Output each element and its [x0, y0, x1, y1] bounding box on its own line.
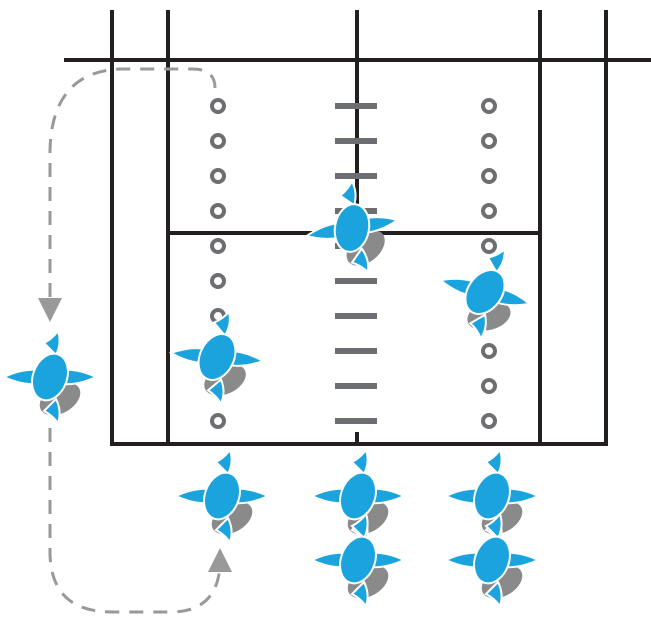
- ring-marker-icon: [481, 413, 497, 429]
- dash-marker-icon: [335, 418, 377, 424]
- dash-marker-icon: [335, 278, 377, 284]
- ring-marker-icon: [481, 343, 497, 359]
- ring-marker-icon: [210, 203, 226, 219]
- ring-marker-icon: [481, 203, 497, 219]
- ring-marker-icon: [481, 238, 497, 254]
- movement-path: [38, 67, 232, 614]
- ring-marker-icon: [210, 238, 226, 254]
- players-layer: [3, 173, 543, 607]
- player-center-field-icon: [297, 173, 407, 283]
- ring-marker-icon: [481, 378, 497, 394]
- dash-marker-icon: [335, 173, 377, 179]
- path-lower-arc: [48, 428, 232, 614]
- dash-marker-icon: [335, 313, 377, 319]
- dash-marker-icon: [335, 103, 377, 109]
- ring-marker-icon: [481, 98, 497, 114]
- field-lines: [64, 10, 651, 446]
- player-left-field-icon: [166, 306, 268, 408]
- markers-layer: [210, 98, 497, 429]
- ring-marker-icon: [210, 133, 226, 149]
- ring-marker-icon: [210, 168, 226, 184]
- dash-marker-icon: [335, 348, 377, 354]
- ring-marker-icon: [481, 168, 497, 184]
- player-waiting-left-icon: [175, 449, 269, 543]
- player-waiting-right-2-icon: [445, 513, 539, 607]
- path-upper-arc: [38, 67, 217, 322]
- ring-marker-icon: [481, 133, 497, 149]
- dash-marker-icon: [335, 383, 377, 389]
- dash-marker-icon: [335, 138, 377, 144]
- player-waiting-center-2-icon: [311, 513, 405, 607]
- ring-marker-icon: [210, 98, 226, 114]
- ring-marker-icon: [210, 273, 226, 289]
- player-outside-left-icon: [3, 330, 97, 424]
- ring-marker-icon: [210, 413, 226, 429]
